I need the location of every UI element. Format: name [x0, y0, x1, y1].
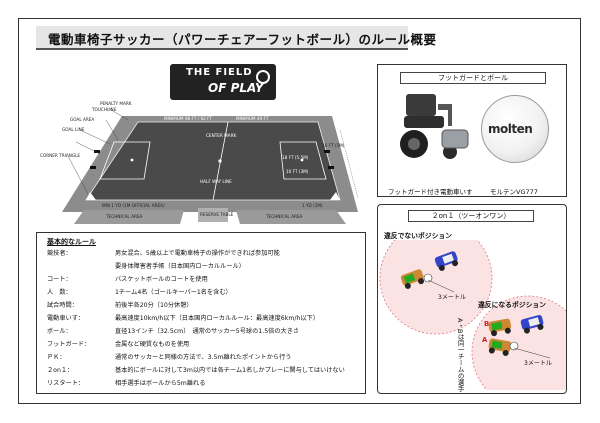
field-graphic	[62, 107, 359, 224]
label-dim-16: 16 FT (5M)	[322, 143, 345, 148]
rule-key: ２on１：	[47, 367, 74, 374]
two-on-one-header: ２on１（ツーオンワン）	[408, 210, 534, 222]
rule-key: フットガード：	[47, 341, 91, 348]
not-violation-label: 違反でないポジション	[384, 232, 452, 240]
rule-key: ＰＫ：	[47, 354, 66, 361]
rule-key: 試合時間：	[47, 302, 78, 309]
label-technical-left: TECHNICAL AREA	[106, 214, 143, 219]
two-on-one-diagram	[379, 240, 566, 390]
label-technical-right: TECHNICAL AREA	[266, 214, 303, 219]
rule-value: 基本的にボールに対して3m以内では各チーム1名しかプレーに関与してはいけない	[115, 367, 345, 374]
label-corner-triangle: CORNER TRIANGLE	[40, 153, 81, 158]
logo-line-2: OF PLAY	[208, 81, 264, 95]
label-center-mark: CENTER MARK	[206, 133, 237, 138]
rule-value: 男女混合、5歳以上で電動車椅子の操作ができれば参加可能	[115, 250, 280, 257]
same-team-note: A・Bは同一チームの選手	[456, 318, 465, 392]
rule-value: 相手選手はボールから5m離れる	[115, 380, 206, 387]
label-goal-line: GOAL LINE	[62, 127, 85, 132]
rule-key: コート：	[47, 276, 72, 283]
violation-label: 違反になるポジション	[478, 301, 546, 309]
rule-key: 人 数：	[47, 289, 72, 296]
rule-value: 要身体障害者手帳（日本国内ローカルルール）	[115, 263, 245, 270]
chair-caption: フットガード付き電動車いす	[388, 188, 473, 196]
footguard-ball-header: フットガードとボール	[400, 72, 546, 84]
page-title-bar: 電動車椅子サッカー（パワーチェアーフットボール）のルール概要	[36, 26, 436, 50]
logo-line-1: THE FIELD	[186, 67, 253, 78]
rule-value: 1チーム4名（ゴールキーパー1名を含む）	[115, 289, 232, 296]
rule-key: リスタート：	[47, 380, 85, 387]
ball-brand: molten	[488, 122, 533, 136]
label-one-yd: 1 YD (1M)	[302, 203, 323, 208]
rule-key: 競技者：	[47, 250, 72, 257]
meter-label-2: 3メートル	[524, 360, 552, 367]
rule-key: 電動車いす：	[47, 315, 85, 322]
label-goal-area: GOAL AREA	[70, 117, 95, 122]
rule-value: バスケットボールのコートを使用	[115, 276, 208, 283]
page-title: 電動車椅子サッカー（パワーチェアーフットボール）のルール概要	[48, 32, 437, 47]
rule-value: 直径13インチ（32.5cm） 通常のサッカー5号球の1.5倍の大きさ	[115, 328, 300, 335]
label-penalty-mark: PENALTY MARK	[100, 101, 132, 106]
label-touchline: TOUCHLINE	[92, 107, 117, 112]
label-dim-10: 10 FT (3M)	[286, 169, 309, 174]
rule-value: 最高速度10km/h以下（日本国内ローカルルール：最高速度6km/h以下）	[115, 315, 319, 322]
field-of-play-logo: THE FIELD OF PLAY	[170, 64, 276, 100]
tag-b: B	[484, 320, 490, 328]
ball-caption: モルテンVG777	[490, 188, 538, 196]
label-dim-18: 18 FT (5.5M)	[282, 155, 309, 160]
rule-key: ボール：	[47, 328, 72, 335]
tag-a: A	[482, 336, 488, 344]
basic-rules-table: 基本的なルール 競技者： 男女混合、5歳以上で電動車椅子の操作ができれば参加可能要…	[36, 232, 366, 394]
rule-value: 金属など硬質なものを使用	[115, 341, 190, 348]
wheelchair-icon	[256, 70, 270, 84]
field-diagram: THE FIELD OF PLAY	[40, 62, 360, 232]
label-half-way-line: HALF WAY LINE	[200, 179, 232, 184]
rules-heading: 基本的なルール	[47, 238, 96, 246]
power-wheelchair-icon	[400, 94, 469, 159]
molten-ball-icon: molten	[481, 95, 549, 163]
label-min-right-top: MINIMUM 49 FT	[236, 116, 269, 121]
rule-value: 前後半各20分（10分休憩）	[115, 302, 193, 309]
label-reserve: RESERVE TABLE	[200, 212, 234, 217]
rule-value: 通常のサッカーと同様の方法で、3.5m離れたポイントから行う	[115, 354, 292, 361]
meter-label-1: 3メートル	[438, 294, 466, 301]
label-min-top: MINIMUM 98 FT / 92 FT	[164, 116, 213, 121]
label-bottom-min: MIN 1 YD (1M OFFICIAL AREA)	[102, 203, 165, 208]
